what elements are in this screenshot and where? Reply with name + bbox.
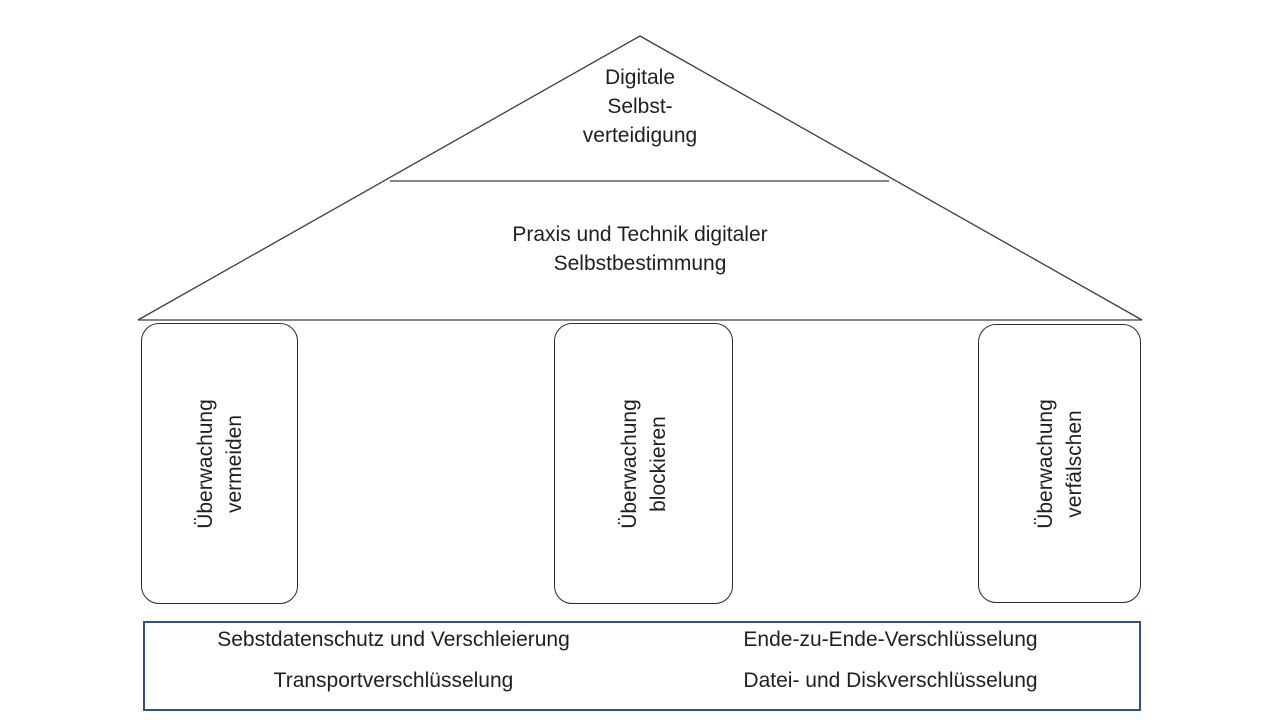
pillar-ueberwachung-verfaelschen: Überwachung verfälschen <box>978 324 1141 603</box>
roof-right-edge-line <box>639 35 1143 321</box>
foundation-item-transportverschluesselung: Transportverschlüsselung <box>273 669 514 692</box>
foundation-row: Transportverschlüsselung Datei- und Disk… <box>145 667 1139 695</box>
pillar-label: Überwachung blockieren <box>617 398 670 529</box>
foundation-row: Sebstdatenschutz und Verschleierung Ende… <box>145 626 1139 654</box>
foundation-item-sebstdatenschutz: Sebstdatenschutz und Verschleierung <box>217 628 570 651</box>
roof-middle-label: Praxis und Technik digitaler Selbstbesti… <box>512 223 768 275</box>
foundation-item-ende-zu-ende: Ende-zu-Ende-Verschlüsselung <box>743 628 1038 651</box>
pillar-ueberwachung-vermeiden: Überwachung vermeiden <box>141 323 298 604</box>
pillar-ueberwachung-blockieren: Überwachung blockieren <box>554 323 733 604</box>
roof-top-label: Digitale Selbst- verteidigung <box>582 66 698 147</box>
pillar-label: Überwachung vermeiden <box>193 398 246 529</box>
foundation-box: Sebstdatenschutz und Verschleierung Ende… <box>143 621 1141 711</box>
pillar-label: Überwachung verfälschen <box>1033 398 1086 529</box>
foundation-item-datei-und-disk: Datei- und Diskverschlüsselung <box>743 669 1038 692</box>
roof-left-edge-line <box>137 35 641 321</box>
